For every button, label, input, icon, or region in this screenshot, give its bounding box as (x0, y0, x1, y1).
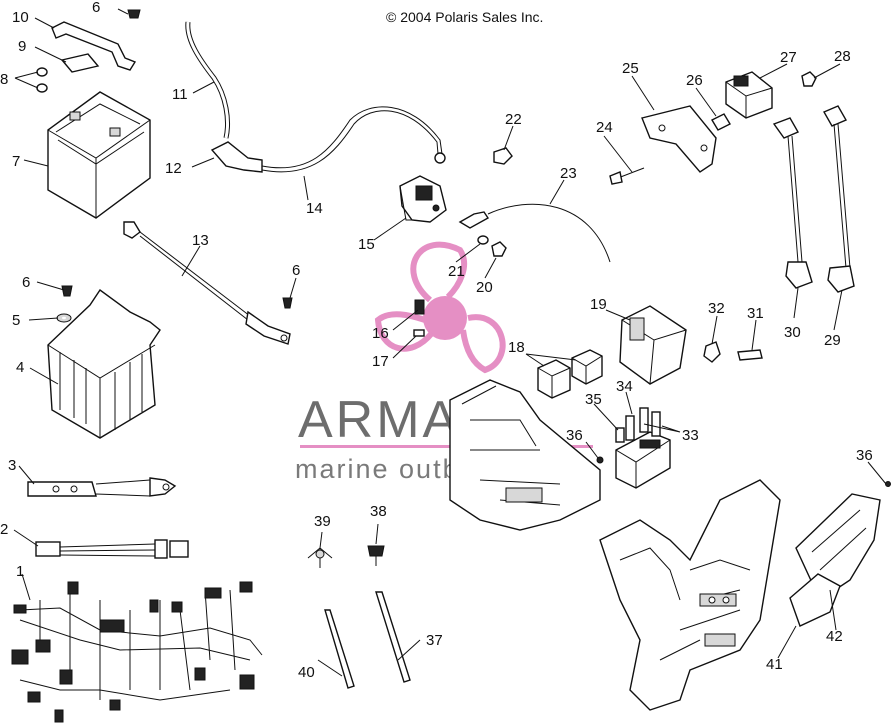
callout-33: 33 (682, 427, 699, 444)
push-rivet-top (127, 9, 141, 19)
bolt-24 (609, 167, 645, 185)
callout-6-top: 6 (92, 0, 100, 16)
frame-center (449, 379, 601, 531)
fastener-22 (493, 147, 513, 165)
fuse-holder-17 (413, 329, 425, 337)
callout-35: 35 (585, 391, 602, 408)
cable-tie-40 (324, 609, 355, 689)
callout-23: 23 (560, 165, 577, 182)
callout-25: 25 (622, 60, 639, 77)
callout-36-center: 36 (566, 427, 583, 444)
voltage-regulator-27 (725, 71, 773, 119)
callout-1: 1 (16, 563, 24, 580)
callout-27: 27 (780, 49, 797, 66)
cdi-module-19 (619, 305, 687, 385)
negative-cable (123, 221, 291, 345)
callout-16: 16 (372, 325, 389, 342)
washer-21 (477, 235, 489, 245)
relay-18 (537, 349, 603, 399)
callout-14: 14 (306, 200, 323, 217)
callout-32: 32 (708, 300, 725, 317)
callout-6-right: 6 (292, 262, 300, 279)
callout-10: 10 (12, 9, 29, 26)
frame-lower-right (599, 479, 781, 711)
starter-solenoid (399, 175, 447, 223)
nut-28 (801, 71, 817, 87)
callout-34: 34 (616, 378, 633, 395)
callout-6-box: 6 (22, 274, 30, 291)
battery-box (47, 289, 161, 439)
battery (47, 91, 151, 219)
callout-8: 8 (0, 71, 8, 88)
shield-41 (789, 573, 841, 627)
cable-23 (458, 203, 611, 263)
push-rivet-6b (61, 285, 73, 297)
battery-terminal-screws (36, 67, 48, 93)
callout-11: 11 (172, 86, 188, 103)
callout-15: 15 (358, 236, 375, 253)
callout-20: 20 (476, 279, 493, 296)
grommet-32 (703, 341, 721, 363)
callout-31: 31 (747, 305, 764, 322)
cable-tie-37 (375, 591, 411, 683)
positive-cable (210, 106, 446, 173)
callout-13: 13 (192, 232, 209, 249)
callout-41: 41 (766, 656, 783, 673)
callout-22: 22 (505, 111, 522, 128)
push-rivet-6c (282, 297, 293, 309)
callout-7: 7 (12, 153, 20, 170)
callout-4: 4 (16, 359, 24, 376)
propeller-icon (374, 241, 506, 374)
mounting-bracket-25 (641, 105, 717, 173)
callout-26: 26 (686, 72, 703, 89)
leader-lines (13, 8, 887, 677)
callout-36-right: 36 (856, 447, 873, 464)
callout-19: 19 (590, 296, 607, 313)
callout-38: 38 (370, 503, 387, 520)
screw-36 (596, 456, 604, 464)
fuse-block-33 (615, 431, 671, 489)
callout-42: 42 (826, 628, 843, 645)
callout-labels: 10 6 9 8 7 11 12 14 13 6 6 5 4 3 2 1 15 … (0, 0, 873, 681)
callout-28: 28 (834, 48, 851, 65)
ground-cable (27, 477, 177, 497)
harness-segment (35, 539, 189, 559)
fuse-35 (615, 427, 625, 443)
callout-30: 30 (784, 324, 801, 341)
callout-29: 29 (824, 332, 841, 349)
callout-3: 3 (8, 457, 16, 474)
callout-12: 12 (165, 160, 182, 177)
clip-38 (367, 545, 385, 566)
ignition-coil-30 (772, 117, 813, 289)
callout-2: 2 (0, 521, 8, 538)
clip-39 (307, 547, 333, 568)
callout-9: 9 (18, 38, 26, 55)
main-wiring-harness (11, 581, 263, 723)
callout-21: 21 (448, 263, 465, 280)
fuse-34 (625, 407, 661, 441)
pin-31 (737, 349, 763, 361)
battery-hold-down-strap (51, 21, 137, 71)
spacer-26 (711, 113, 731, 131)
callout-17: 17 (372, 353, 389, 370)
callout-5: 5 (12, 312, 20, 329)
vent-tube (185, 21, 230, 139)
screw-36b (885, 481, 891, 487)
nut-20 (491, 241, 507, 257)
callout-24: 24 (596, 119, 613, 136)
ignition-coil-29 (823, 105, 855, 293)
callout-37: 37 (426, 632, 443, 649)
callout-39: 39 (314, 513, 331, 530)
copyright-text: © 2004 Polaris Sales Inc. (386, 9, 543, 25)
callout-18: 18 (508, 339, 525, 356)
watermark-underline (300, 445, 593, 448)
callout-40: 40 (298, 664, 315, 681)
washer-5 (56, 313, 72, 323)
battery-label (60, 53, 100, 73)
